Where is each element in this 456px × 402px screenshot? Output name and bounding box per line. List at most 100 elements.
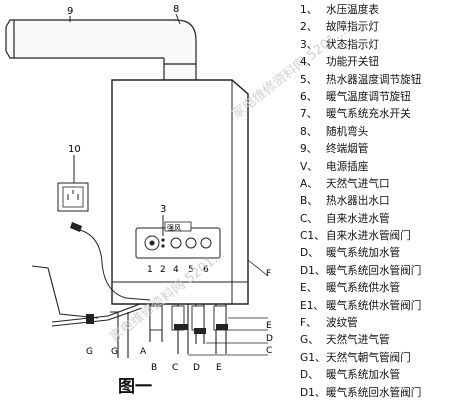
legend-item: D1、暖气系统回水管阀门	[300, 385, 454, 402]
flue-pipe	[5, 19, 197, 81]
legend-item: A、天然气进气口	[300, 176, 454, 193]
legend-text: 暖气系统供水管	[326, 282, 401, 295]
legend-text: 终端烟管	[326, 143, 369, 156]
legend-text: 暖气系统供水管阀门	[326, 299, 422, 312]
legend-key: V、	[300, 160, 318, 173]
label-10: 10	[68, 144, 81, 155]
legend-key: C、	[300, 212, 318, 225]
hot-water-knob-icon	[185, 237, 197, 249]
legend-text: 天然气朝气管阀门	[326, 351, 411, 364]
legend-text: 故障指示灯	[326, 21, 379, 34]
legend-key: 4、	[300, 56, 318, 69]
legend-key: C1、	[300, 230, 325, 243]
legend-text: 随机弯头	[326, 125, 369, 138]
legend-key: D、	[300, 247, 319, 260]
legend-text: 暖气系统充水开关	[326, 108, 411, 121]
legend-text: 自来水进水管	[326, 212, 390, 225]
function-knob-icon	[170, 237, 182, 249]
panel-tag: 强风	[167, 224, 181, 232]
label-4: 4	[173, 265, 179, 275]
legend-key: 3、	[300, 38, 318, 51]
legend-key: E、	[300, 282, 318, 295]
legend-item: D、暖气系统加水管	[300, 245, 454, 262]
legend-text: 功能开关钮	[326, 56, 379, 69]
legend-item: 5、热水器温度调节旋钮	[300, 72, 454, 89]
legend-key: D1、	[300, 386, 326, 399]
legend-item: 2、故障指示灯	[300, 19, 454, 36]
legend-item: V、电源插座	[300, 159, 454, 176]
legend-text: 天然气进气管	[326, 334, 390, 347]
label-e: E	[266, 321, 272, 331]
legend-item: G1、天然气朝气管阀门	[300, 350, 454, 367]
callout-lines	[188, 259, 269, 356]
legend-text: 自来水进水管阀门	[326, 230, 411, 243]
label-f: F	[266, 269, 271, 279]
legend-item: 6、暖气温度调节旋钮	[300, 89, 454, 106]
legend-key: D、	[300, 369, 319, 382]
legend-key: 9、	[300, 143, 318, 156]
label-c: C	[266, 346, 272, 356]
bottom-label-c: C	[172, 363, 178, 373]
legend-key: 8、	[300, 125, 318, 138]
status-light-icon	[161, 244, 165, 248]
legend-item: E、暖气系统供水管	[300, 280, 454, 297]
legend-item: 1、水压温度表	[300, 2, 454, 19]
legend-text: 暖气温度调节旋钮	[326, 90, 411, 103]
legend-text: 暖气系统回水管阀门	[326, 386, 422, 399]
legend-item: C、自来水进水管	[300, 211, 454, 228]
legend-key: 2、	[300, 21, 318, 34]
legend-key: D1、	[300, 264, 326, 277]
legend-item: D、暖气系统加水管	[300, 367, 454, 384]
bottom-label-g2: G	[111, 347, 118, 357]
power-socket	[57, 182, 89, 212]
legend-text: 暖气系统加水管	[326, 247, 401, 260]
legend-text: 暖气系统加水管	[326, 369, 401, 382]
legend-item: 3、状态指示灯	[300, 37, 454, 54]
legend-item: F、波纹管	[300, 315, 454, 332]
legend-key: 7、	[300, 108, 318, 121]
legend-item: 9、终端烟管	[300, 141, 454, 158]
legend-text: 电源插座	[326, 160, 369, 173]
label-d: D	[266, 334, 273, 344]
legend-item: 7、暖气系统充水开关	[300, 106, 454, 123]
legend-key: F、	[300, 317, 317, 330]
legend-key: E1、	[300, 299, 325, 312]
label-8: 8	[173, 4, 179, 15]
legend-key: A、	[300, 177, 318, 190]
bottom-label-b: B	[151, 363, 157, 373]
label-5: 5	[188, 265, 194, 275]
label-1: 1	[147, 265, 153, 275]
legend-key: 1、	[300, 4, 318, 16]
label-9: 9	[67, 6, 73, 17]
legend-text: 热水器温度调节旋钮	[326, 73, 422, 86]
legend-text: 热水器出水口	[326, 195, 390, 208]
valve-icons	[86, 314, 228, 334]
control-panel: 强风	[144, 221, 212, 251]
legend-text: 天然气进气口	[326, 177, 390, 190]
legend-item: 4、功能开关钮	[300, 54, 454, 71]
legend-item: 8、随机弯头	[300, 124, 454, 141]
figure-caption: 图一	[118, 377, 152, 397]
bottom-label-g1: G	[86, 347, 93, 357]
bottom-label-e: E	[216, 363, 222, 373]
legend-text: 波纹管	[326, 317, 358, 330]
legend-item: B、热水器出水口	[300, 193, 454, 210]
heating-knob-icon	[200, 237, 212, 249]
fault-light-icon	[161, 238, 165, 242]
legend-key: G、	[300, 334, 319, 347]
legend-key: G1、	[300, 351, 326, 364]
legend-text: 状态指示灯	[326, 38, 379, 51]
bottom-label-a: A	[140, 347, 147, 357]
label-6: 6	[203, 265, 209, 275]
legend-text: 暖气系统回水管阀门	[326, 264, 422, 277]
legend-key: B、	[300, 195, 318, 208]
legend-text: 水压温度表	[326, 4, 379, 16]
legend-item: G、天然气进气管	[300, 332, 454, 349]
power-plug-icon	[70, 222, 151, 301]
label-2: 2	[160, 265, 166, 275]
bottom-label-d: D	[193, 363, 200, 373]
legend-item: C1、自来水进水管阀门	[300, 228, 454, 245]
legend-key: 6、	[300, 90, 318, 103]
